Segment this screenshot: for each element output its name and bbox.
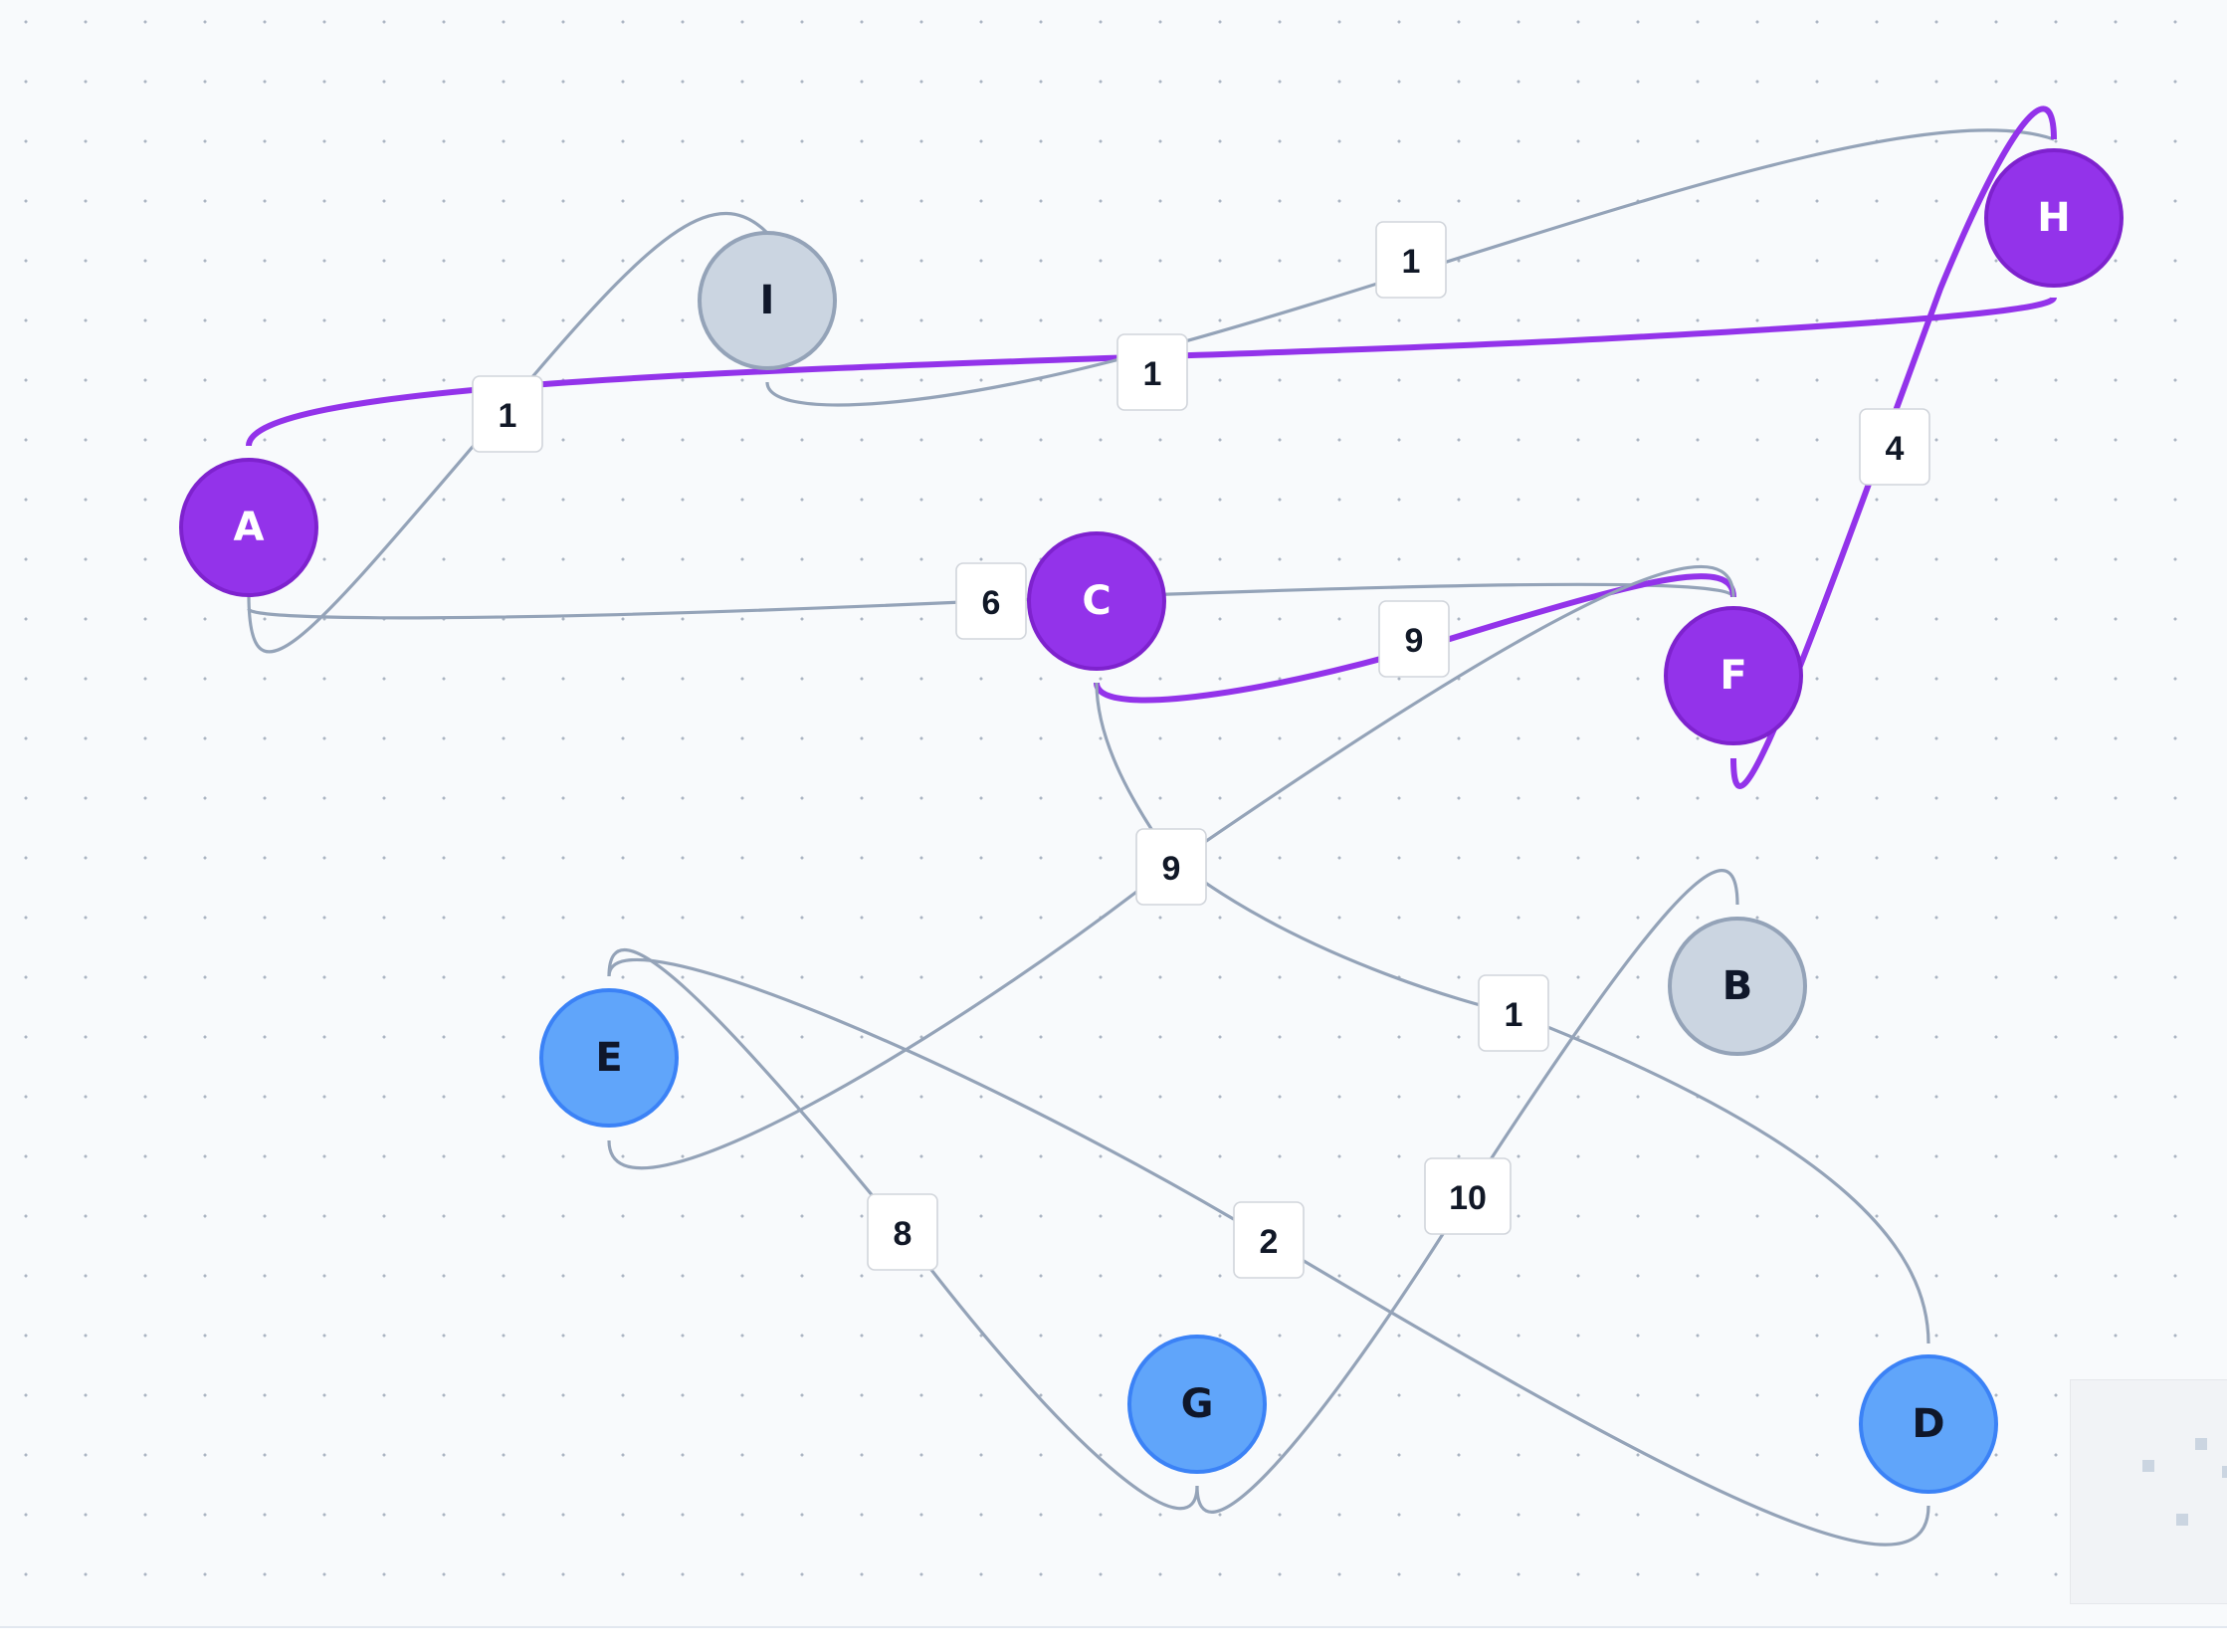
edge-weight-text: 1	[499, 397, 517, 435]
node-A[interactable]: A	[179, 458, 318, 597]
node-label: G	[1181, 1381, 1214, 1427]
edge-weight-box	[1378, 600, 1450, 678]
node-circle[interactable]	[1859, 1354, 1998, 1494]
edge-weight-box	[1478, 974, 1549, 1052]
node-D[interactable]: D	[1859, 1354, 1998, 1494]
edge-weight-text: 8	[894, 1215, 912, 1253]
minimap-node-marker	[2195, 1438, 2207, 1450]
minimap-node-marker	[2142, 1460, 2154, 1472]
edge-weight-box	[1859, 408, 1930, 486]
edge-weight-text: 9	[1162, 850, 1181, 888]
node-label: D	[1912, 1401, 1944, 1447]
minimap-node-marker	[2222, 1466, 2227, 1478]
edge-weight-label-C-F[interactable]: 9	[1378, 600, 1450, 678]
node-circle[interactable]	[179, 458, 318, 597]
edge-weight-box	[955, 562, 1027, 640]
edge-weight-box	[1135, 828, 1207, 906]
node-label: F	[1720, 653, 1746, 699]
edge-weight-label-E-G[interactable]: 8	[867, 1193, 938, 1271]
node-label: I	[760, 278, 775, 323]
minimap-node-marker	[2176, 1514, 2188, 1526]
node-label: B	[1722, 963, 1753, 1009]
edge-weight-text: 2	[1260, 1223, 1279, 1261]
edge-weight-text: 1	[1402, 243, 1421, 281]
edge-C-F[interactable]	[1094, 573, 1736, 704]
node-H[interactable]: H	[1984, 148, 2124, 288]
edge-weight-text: 1	[1505, 996, 1523, 1034]
node-circle[interactable]	[1027, 531, 1166, 671]
node-label: H	[2037, 195, 2070, 241]
edge-weight-text: 1	[1143, 355, 1162, 393]
node-I[interactable]: I	[698, 231, 837, 370]
edge-weight-text: 6	[982, 584, 1001, 622]
node-label: A	[234, 505, 265, 550]
edge-labels-layer: 1 1 1 6 9 4 1 9 8 2 10	[472, 221, 1930, 1279]
node-label: E	[595, 1035, 622, 1081]
edge-weight-text: 9	[1405, 622, 1424, 660]
node-C[interactable]: C	[1027, 531, 1166, 671]
minimap[interactable]	[2070, 1379, 2227, 1604]
edge-I-H[interactable]	[765, 128, 2055, 407]
edge-weight-label-C-D[interactable]: 1	[1478, 974, 1549, 1052]
edge-weight-label-E-D[interactable]: 2	[1233, 1201, 1305, 1279]
edge-weight-label-A-F[interactable]: 6	[955, 562, 1027, 640]
edge-weight-box	[1375, 221, 1447, 299]
edge-A-H[interactable]	[246, 296, 2057, 447]
node-E[interactable]: E	[539, 988, 679, 1128]
edge-weight-text: 4	[1886, 430, 1905, 468]
node-circle[interactable]	[1668, 917, 1807, 1056]
edge-weight-label-H-F[interactable]: 4	[1859, 408, 1930, 486]
edge-weight-box	[867, 1193, 938, 1271]
edge-weight-label-E-F[interactable]: 9	[1135, 828, 1207, 906]
edge-weight-box	[1424, 1157, 1512, 1235]
node-F[interactable]: F	[1664, 606, 1803, 745]
edge-weight-box	[1233, 1201, 1305, 1279]
edge-weight-label-G-B[interactable]: 10	[1424, 1157, 1512, 1235]
node-circle[interactable]	[539, 988, 679, 1128]
edge-C-D[interactable]	[1095, 682, 1930, 1344]
node-B[interactable]: B	[1668, 917, 1807, 1056]
nodes-layer: A B C D E F G H I	[179, 148, 2124, 1494]
node-circle[interactable]	[1984, 148, 2124, 288]
node-G[interactable]: G	[1127, 1335, 1267, 1474]
node-label: C	[1082, 578, 1111, 624]
bottom-bar	[0, 1626, 2227, 1652]
edge-weight-box	[1116, 333, 1188, 411]
edge-weight-box	[472, 375, 543, 453]
edge-weight-label-A-I[interactable]: 1	[472, 375, 543, 453]
edge-weight-text: 10	[1449, 1179, 1487, 1217]
node-circle[interactable]	[1127, 1335, 1267, 1474]
edges-layer	[246, 105, 2057, 1547]
edge-weight-label-I-H[interactable]: 1	[1375, 221, 1447, 299]
edge-weight-label-A-H[interactable]: 1	[1116, 333, 1188, 411]
node-circle[interactable]	[1664, 606, 1803, 745]
node-circle[interactable]	[698, 231, 837, 370]
